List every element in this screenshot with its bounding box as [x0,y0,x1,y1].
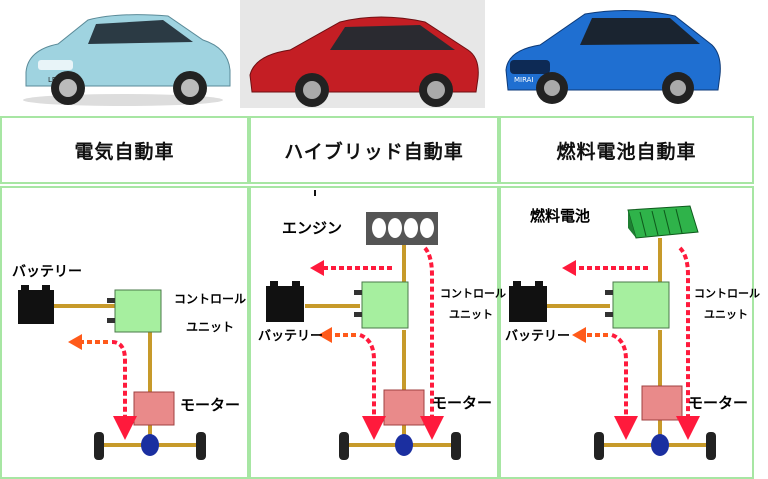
mirai-car-image: MIRAI [505,9,721,104]
control-unit-label-2: ユニット [186,320,234,334]
battery-label: バッテリー [505,329,570,344]
battery-icon [509,286,547,322]
title-hybrid: ハイブリッド自動車 [249,116,499,184]
ev-diagram: バッテリー コントロール ユニット モーター [12,264,246,460]
title-fuel-cell: 燃料電池自動車 [499,116,754,184]
control-unit-label: コントロール [694,287,760,300]
prius-car-image [240,0,485,108]
control-unit-label-2: ユニット [449,308,493,321]
battery-icon [266,286,304,322]
motor-label: モーター [180,396,240,414]
fuel-cell-label: 燃料電池 [530,207,590,225]
engine-label: エンジン [282,219,342,237]
wheel-right [196,432,206,460]
battery-icon [18,290,54,324]
battery-label: バッテリー [258,329,323,344]
motor [641,385,683,421]
wheel-left [94,432,104,460]
fuel-cell-diagram: 燃料電池 バッテリー コントロール ユニット モーター [505,205,760,460]
control-unit-label-2: ユニット [704,308,748,321]
control-unit [361,281,409,329]
column-hybrid [249,186,499,479]
motor [383,389,425,426]
hybrid-diagram: エンジン バッテリー コントロール ユニット モーター [258,190,506,460]
column-fuel-cell [499,186,754,479]
svg-text:MIRAI: MIRAI [514,76,534,84]
title-ev: 電気自動車 [0,116,249,184]
wheel-left [339,432,349,460]
motor [133,391,175,426]
control-unit-label: コントロール [174,292,246,306]
control-unit [114,289,162,333]
leaf-car-image: LEAF [23,14,231,106]
wheel-right [706,432,716,460]
column-ev [0,186,249,479]
motor-label: モーター [688,394,748,412]
fuel-cell-stack-icon [627,205,699,239]
wheel-left [594,432,604,460]
wheel-right [451,432,461,460]
motor-label: モーター [432,394,492,412]
battery-label: バッテリー [12,264,82,280]
control-unit-label: コントロール [440,287,506,300]
control-unit [612,281,670,329]
